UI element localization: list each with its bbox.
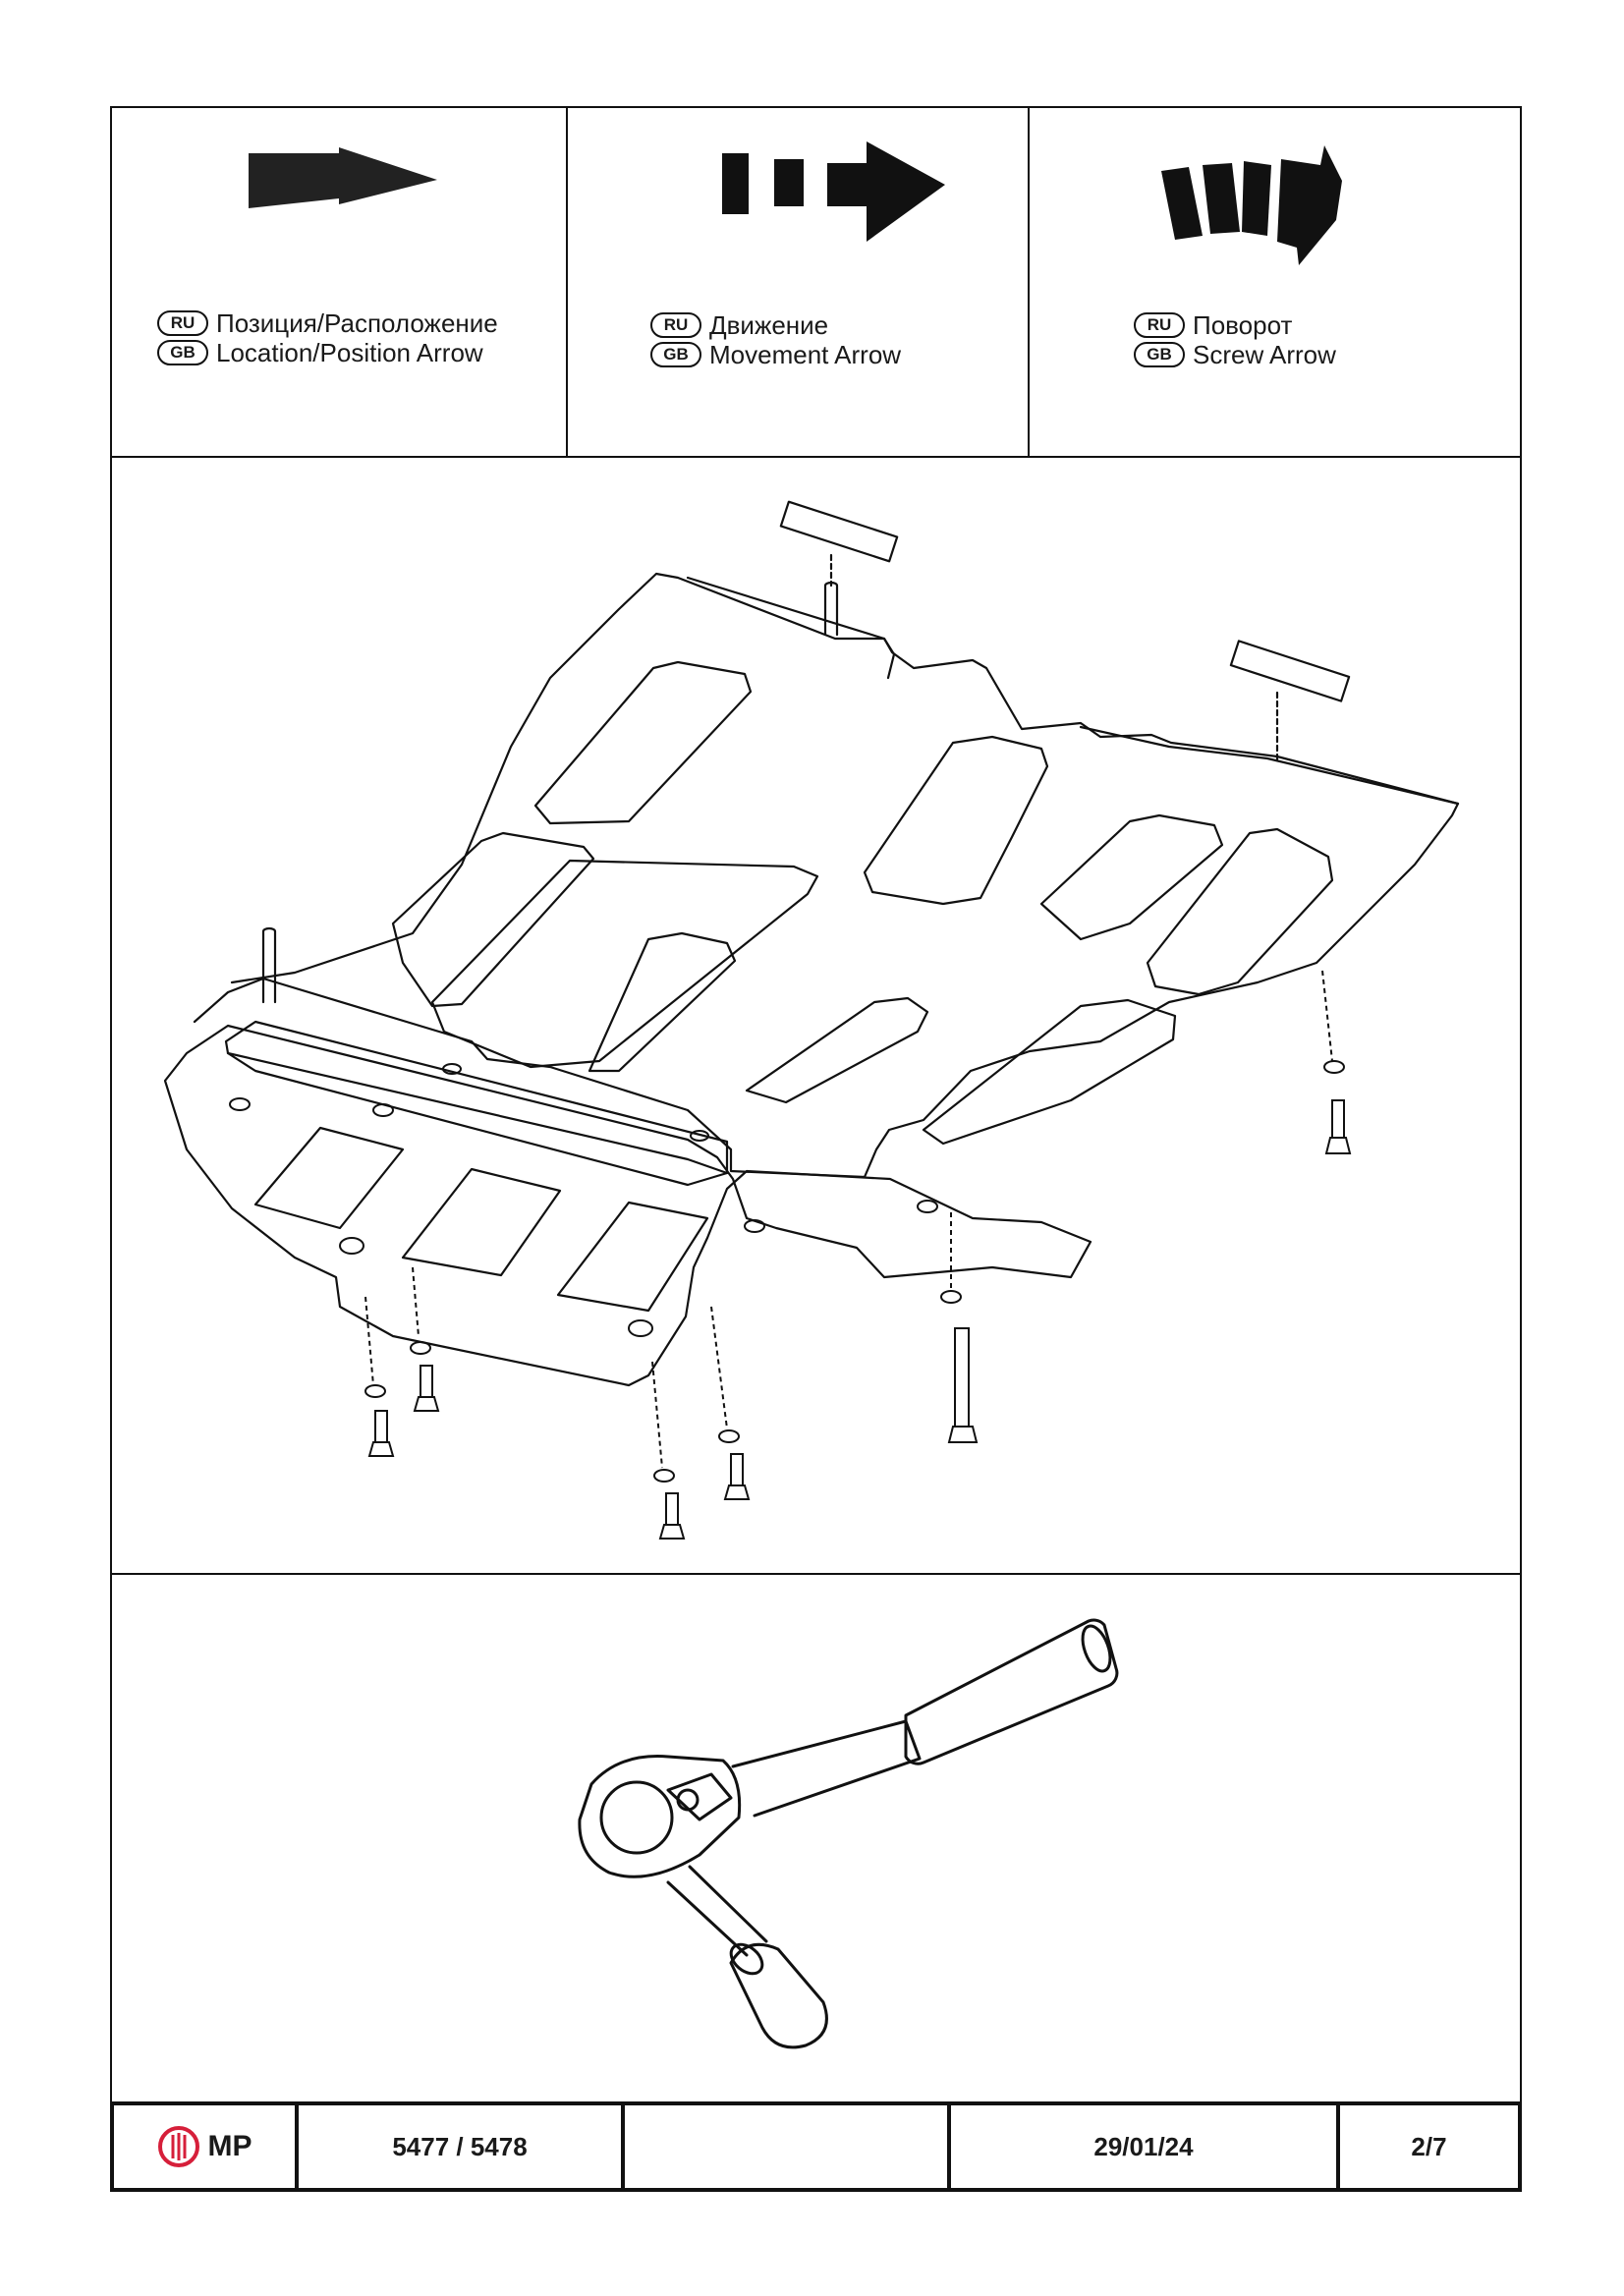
- diagram-divider: [110, 1573, 1522, 1575]
- document-date: 29/01/24: [951, 2105, 1340, 2188]
- socket-body: [729, 1942, 828, 2049]
- cutout-front-right: [922, 998, 1177, 1146]
- bracket-plate-left: [779, 500, 899, 563]
- cutout-right-upper: [863, 735, 1049, 906]
- ratchet-shaft: [731, 1719, 922, 1818]
- legend-ru-label: Позиция/Расположение: [216, 308, 498, 338]
- socket-end: [729, 1942, 764, 1976]
- legend-divider: [110, 456, 1522, 458]
- gb-badge: GB: [1134, 342, 1185, 367]
- bolt-front-left-1: [364, 1296, 395, 1457]
- bolt-front-center-1: [651, 1361, 686, 1540]
- skid-plate-outline: [193, 572, 1460, 1179]
- cutout-front-lower-right: [556, 1201, 709, 1313]
- cutout-far-right: [1146, 827, 1334, 996]
- cutout-left-middle: [391, 831, 595, 1008]
- document-footer: MP 5477 / 5478 29/01/24 2/7: [110, 2101, 1522, 2192]
- bolt-front-center-2: [710, 1306, 751, 1500]
- socket-extension: [666, 1865, 768, 1957]
- empty-field: [625, 2105, 951, 2188]
- bolt-right-rear: [1321, 970, 1352, 1154]
- stud-front-left: [261, 926, 277, 1004]
- ru-badge: RU: [1134, 312, 1185, 338]
- ratchet-head-ring: [599, 1780, 674, 1855]
- footer-logo-cell: MP: [114, 2105, 299, 2188]
- ru-badge: RU: [650, 312, 701, 338]
- ratchet-handle-end: [1081, 1624, 1112, 1673]
- legend-location: RU Позиция/Расположение GB Location/Positi…: [157, 308, 498, 367]
- gb-badge: GB: [650, 342, 701, 367]
- fastener-group: [229, 970, 1352, 1540]
- legend-gb-label: Movement Arrow: [709, 340, 902, 369]
- front-nut-group: [229, 1063, 938, 1337]
- legend-ru-label: Поворот: [1193, 310, 1293, 340]
- legend-ru-label: Движение: [709, 310, 829, 340]
- movement-arrow-icon: [722, 141, 945, 242]
- cutout-front-lower-center: [401, 1167, 562, 1277]
- gb-badge: GB: [157, 340, 208, 365]
- bracket-plate-right: [1229, 640, 1351, 702]
- cutout-front-center: [745, 996, 929, 1104]
- cutout-center-front: [588, 931, 737, 1073]
- mp-logo-icon: [157, 2126, 199, 2167]
- ru-badge: RU: [157, 310, 208, 336]
- cutout-left-upper: [533, 660, 753, 825]
- bolt-right-front: [940, 1212, 979, 1443]
- stud-left: [823, 581, 839, 637]
- page-number: 2/7: [1411, 2131, 1447, 2161]
- part-numbers: 5477 / 5478: [299, 2105, 625, 2188]
- bolt-front-left-2: [410, 1266, 440, 1412]
- screw-arrow-icon: [1161, 145, 1342, 265]
- logo-text: MP: [207, 2130, 252, 2162]
- legend-column-divider-1: [566, 106, 568, 457]
- legend-column-divider-2: [1028, 106, 1030, 457]
- cutout-center: [430, 859, 819, 1069]
- legend-gb-label: Location/Position Arrow: [216, 338, 483, 367]
- legend-movement: RU Движение GB Movement Arrow: [650, 310, 901, 369]
- cutout-front-lower-left: [253, 1126, 405, 1230]
- legend-gb-label: Screw Arrow: [1193, 340, 1336, 369]
- cutout-right-middle: [1039, 813, 1224, 941]
- legend-screw: RU Поворот GB Screw Arrow: [1134, 310, 1336, 369]
- front-lower-plate: [163, 1024, 1092, 1387]
- front-crossbar-lower-edge: [226, 1051, 729, 1187]
- skid-plate-exploded-diagram: [163, 500, 1460, 1540]
- rear-flange: [686, 576, 1460, 806]
- ratchet-wrench-illustration: [578, 1618, 1119, 2049]
- ratchet-handle-grip: [904, 1618, 1119, 1765]
- ratchet-head: [578, 1755, 742, 1878]
- location-arrow-icon: [249, 147, 437, 208]
